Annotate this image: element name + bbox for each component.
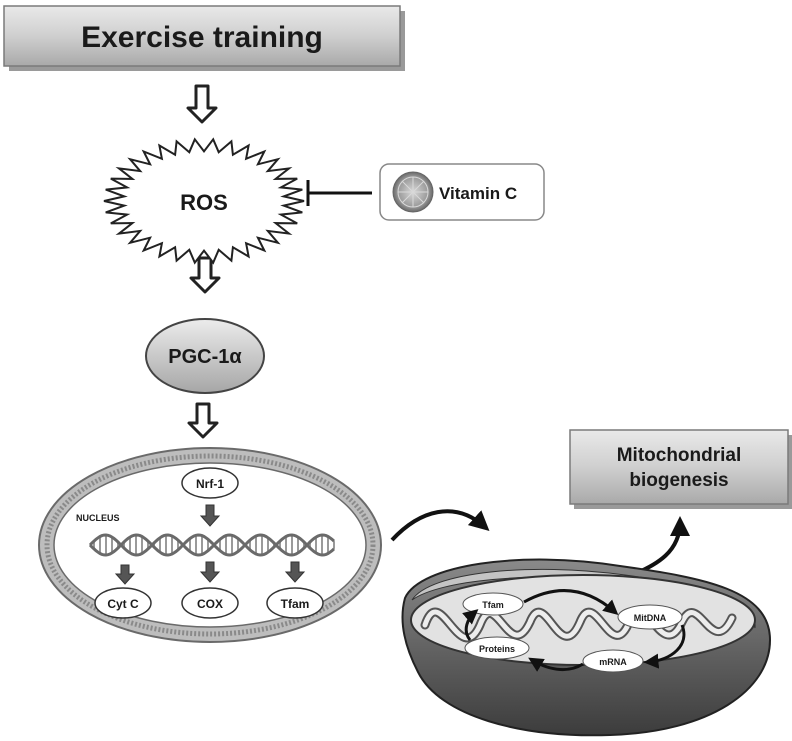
- cox-node: COX: [181, 587, 239, 619]
- arrow-mrna-to-proteins: [528, 657, 584, 672]
- proteins-label: Proteins: [479, 644, 515, 654]
- mitdna-label: MitDNA: [634, 613, 667, 623]
- down-arrow-icon: [187, 402, 219, 439]
- arrow-tfam-to-mitdna: [523, 589, 619, 615]
- pgc-1alpha-node: PGC-1α: [145, 318, 265, 394]
- dna-helix: [88, 533, 336, 557]
- nrf1-node: Nrf-1: [181, 467, 239, 499]
- exercise-training-box: Exercise training: [3, 5, 405, 71]
- arrow-dna-to-tfam-icon: [284, 561, 306, 583]
- pgc-1alpha-label: PGC-1α: [168, 346, 242, 368]
- tfam-node: Tfam: [266, 587, 324, 619]
- arrow-mitdna-to-mrna: [643, 624, 686, 669]
- arrow-dna-to-cytc-icon: [114, 564, 136, 585]
- curved-arrow-to-mitochondrion: [390, 509, 490, 542]
- mrna-label: mRNA: [599, 657, 627, 667]
- mito-tfam-node: Tfam: [462, 592, 524, 616]
- arrow-nrf1-to-dna-icon: [199, 504, 221, 527]
- mitochondrial-biogenesis-box: Mitochondrial biogenesis: [569, 429, 792, 509]
- exercise-training-label: Exercise training: [81, 21, 323, 54]
- citrus-slice-icon: [392, 171, 434, 213]
- mitochondrial-biogenesis-line1: Mitochondrial: [617, 445, 742, 466]
- inhibition-line: [306, 180, 372, 206]
- nrf1-label: Nrf-1: [196, 477, 224, 491]
- dna-strand: [88, 533, 336, 557]
- proteins-node: Proteins: [464, 636, 530, 660]
- vitamin-c-label: Vitamin C: [439, 184, 517, 203]
- ros-label: ROS: [180, 190, 228, 215]
- mitochondrial-biogenesis-line2: biogenesis: [629, 470, 728, 491]
- mitdna-node: MitDNA: [617, 604, 683, 630]
- arrow-proteins-to-tfam: [462, 609, 479, 641]
- nucleus-label: NUCLEUS: [76, 513, 120, 523]
- vitamin-c-box: Vitamin C: [379, 163, 545, 221]
- tfam-label: Tfam: [281, 597, 310, 611]
- nucleus: NUCLEUS Nrf-1 Cyt C COX Tfam: [38, 447, 382, 643]
- cytc-node: Cyt C: [94, 587, 152, 619]
- cox-label: COX: [197, 597, 223, 611]
- mitochondrion: Tfam MitDNA mRNA Proteins: [401, 558, 772, 737]
- cytc-label: Cyt C: [107, 597, 139, 611]
- mito-tfam-label: Tfam: [482, 600, 504, 610]
- ros-starburst: ROS: [103, 137, 305, 265]
- dna-strand: [88, 533, 336, 557]
- mrna-node: mRNA: [582, 649, 644, 673]
- down-arrow-icon: [186, 84, 218, 124]
- arrow-dna-to-cox-icon: [199, 561, 221, 583]
